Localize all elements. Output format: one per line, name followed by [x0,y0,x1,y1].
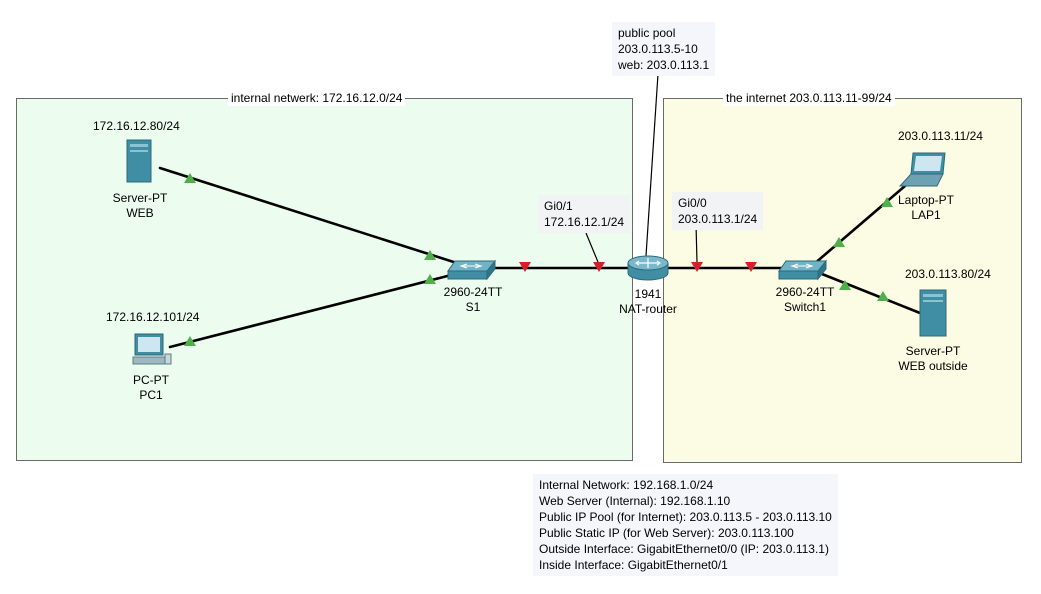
internet-area: the internet 203.0.113.11-99/24 [663,90,1022,463]
internal-network-title: internal netwerk: 172.16.12.0/24 [228,90,406,106]
summary-line: Internal Network: 192.168.1.0/24 [539,478,714,492]
gi00-pointer [695,223,698,263]
pc1-ip: 172.16.12.101/24 [106,310,200,324]
gi00-name: Gi0/0 [678,196,707,210]
link-up-indicator [184,173,196,183]
web-server-name: WEB [126,206,154,220]
lap1-name: LAP1 [911,208,941,222]
summary-line: Outside Interface: GigabitEthernet0/0 (I… [539,542,829,556]
link-up-indicator [833,237,845,247]
link-down-indicator [593,262,605,272]
link-down-indicator [519,262,531,272]
switch1-model: 2960-24TT [775,285,835,299]
note-line: 203.0.113.5-10 [618,42,698,56]
s1-name: S1 [465,300,481,314]
web-server[interactable] [126,139,152,186]
link-up-indicator [424,250,436,260]
web-outside-server[interactable] [919,289,947,340]
pc-icon [132,333,172,365]
switch-icon [447,259,497,281]
switch1-name: Switch1 [783,300,827,314]
server-icon [919,289,947,337]
internal-network-area: internal netwerk: 172.16.12.0/24 [16,90,633,461]
summary-line: Inside Interface: GigabitEthernet0/1 [539,558,728,572]
web-outside-ip: 203.0.113.80/24 [905,267,991,281]
link-up-indicator [839,280,851,290]
web-server-model: Server-PT [112,191,168,205]
web-outside-name: WEB outside [898,359,968,373]
lap1-ip: 203.0.113.11/24 [898,129,983,143]
summary-line: Public IP Pool (for Internet): 203.0.113… [539,510,832,524]
router-model: 1941 [634,287,662,301]
web-outside-model: Server-PT [905,344,961,358]
summary-line: Public Static IP (for Web Server): 203.0… [539,526,794,540]
link-down-indicator [745,262,757,272]
gi00-ip: 203.0.113.1/24 [678,212,758,226]
link-switch1-weboutside[interactable] [820,272,922,315]
link-up-indicator [881,197,893,207]
switch1[interactable] [778,259,828,284]
router-icon [627,255,669,281]
router-name: NAT-router [619,302,677,316]
lap1-model: Laptop-PT [897,193,955,207]
nat-summary-note: Internal Network: 192.168.1.0/24 Web Ser… [533,474,838,576]
switch-s1[interactable] [447,259,497,284]
gi01-ip: 172.16.12.1/24 [544,215,625,229]
laptop-icon [898,152,946,187]
pc1-model: PC-PT [133,373,169,387]
nat-router[interactable] [626,254,670,285]
web-server-ip: 172.16.12.80/24 [93,119,180,133]
pc1[interactable] [132,333,172,370]
link-up-indicator [877,291,889,301]
link-switch1-lap1[interactable] [812,184,907,266]
gi01-label: Gi0/1 172.16.12.1/24 [538,195,631,233]
link-pc1-s1[interactable] [168,270,465,349]
note-line: web: 203.0.113.1 [618,58,710,72]
public-pool-note: public pool 203.0.113.5-10 web: 203.0.11… [612,22,716,76]
link-web-s1[interactable] [158,166,465,267]
link-up-indicator [424,274,436,284]
switch-icon [778,259,828,281]
s1-model: 2960-24TT [443,285,503,299]
internet-area-title: the internet 203.0.113.11-99/24 [723,90,895,106]
note-line: public pool [618,26,676,40]
pc1-name: PC1 [139,388,163,402]
summary-line: Web Server (Internal): 192.168.1.10 [539,494,731,508]
server-icon [126,139,152,183]
link-up-indicator [184,336,196,346]
laptop-lap1[interactable] [898,152,949,191]
gi01-name: Gi0/1 [544,199,573,213]
gi00-label: Gi0/0 203.0.113.1/24 [672,192,764,230]
gi01-pointer [585,232,599,263]
link-down-indicator [691,262,703,272]
pool-note-pointer [645,73,659,257]
